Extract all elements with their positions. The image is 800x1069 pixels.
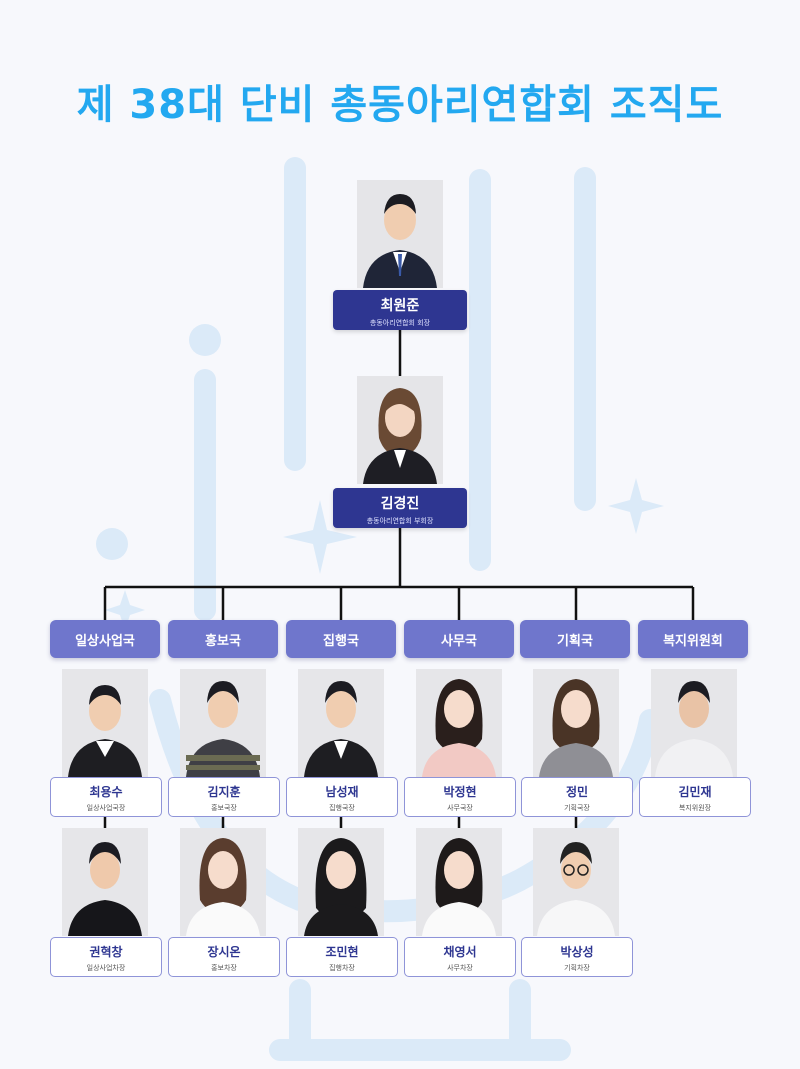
page-title: 제 38대 단비 총동아리연합회 조직도 bbox=[76, 82, 724, 128]
member-photo bbox=[298, 828, 384, 936]
vice-president-name: 김경진 bbox=[380, 496, 420, 512]
vice-president-card: 김경진 총동아리연합회 부회장 bbox=[333, 488, 467, 528]
dept-welfare: 복지위원회 bbox=[638, 620, 748, 658]
member-name: 채영서 bbox=[443, 945, 477, 959]
dept-execution: 집행국 bbox=[286, 620, 396, 658]
member-name: 김지훈 bbox=[207, 785, 241, 799]
president-name: 최원준 bbox=[380, 298, 420, 314]
member-photo bbox=[180, 828, 266, 936]
member-role: 기획국장 bbox=[564, 804, 590, 812]
member-role: 사무차장 bbox=[447, 964, 473, 972]
vice-president-role: 총동아리연합회 부회장 bbox=[366, 517, 434, 525]
president-role: 총동아리연합회 회장 bbox=[369, 319, 431, 327]
member-name: 정민 bbox=[565, 785, 589, 799]
member-photo bbox=[651, 669, 737, 777]
dept-planning: 기획국 bbox=[520, 620, 630, 658]
member-name: 박정현 bbox=[443, 785, 477, 799]
member-role: 사무국장 bbox=[447, 804, 473, 812]
member-role: 기획차장 bbox=[564, 964, 590, 972]
member-photo bbox=[416, 828, 502, 936]
member-photo bbox=[533, 828, 619, 936]
member-photo bbox=[62, 669, 148, 777]
dept-daily-business: 일상사업국 bbox=[50, 620, 160, 658]
member-role: 홍보차장 bbox=[211, 964, 237, 972]
member-name: 조민현 bbox=[325, 945, 359, 959]
president-card: 최원준 총동아리연합회 회장 bbox=[333, 290, 467, 330]
member-photo bbox=[533, 669, 619, 777]
dept-publicity: 홍보국 bbox=[168, 620, 278, 658]
president-photo bbox=[357, 180, 443, 288]
member-name: 장시온 bbox=[207, 945, 241, 959]
member-photo bbox=[416, 669, 502, 777]
member-name: 김민재 bbox=[678, 785, 712, 799]
dept-secretariat: 사무국 bbox=[404, 620, 514, 658]
member-photo bbox=[180, 669, 266, 777]
member-role: 일상사업차장 bbox=[86, 964, 126, 972]
member-photo bbox=[62, 828, 148, 936]
member-role: 집행국장 bbox=[329, 804, 355, 812]
member-name: 최용수 bbox=[89, 785, 123, 799]
vice-president-photo bbox=[357, 376, 443, 484]
member-name: 박상성 bbox=[560, 945, 594, 959]
member-photo bbox=[298, 669, 384, 777]
member-role: 홍보국장 bbox=[211, 804, 237, 812]
member-role: 일상사업국장 bbox=[86, 804, 126, 812]
member-role: 집행차장 bbox=[329, 964, 355, 972]
member-name: 남성재 bbox=[325, 785, 359, 799]
member-role: 복지위원장 bbox=[678, 804, 712, 812]
member-name: 권혁창 bbox=[89, 945, 123, 959]
